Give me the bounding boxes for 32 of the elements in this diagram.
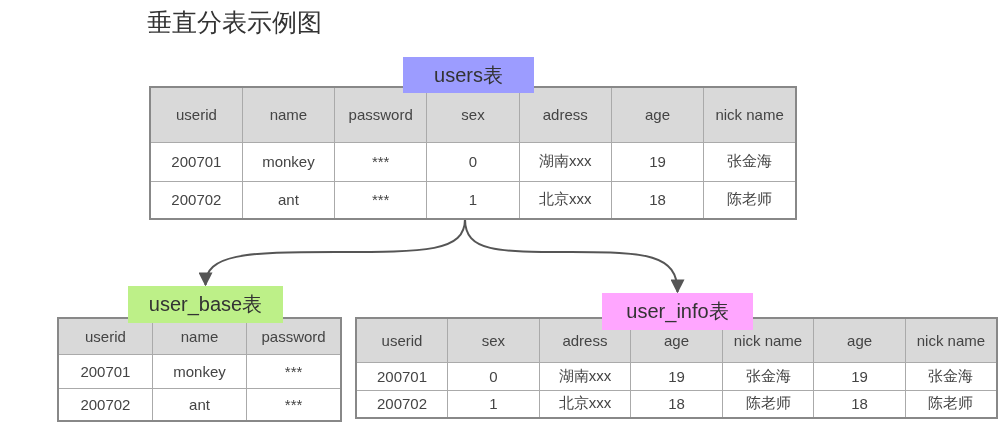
table-cell: 200701 <box>58 354 153 388</box>
header-cell: name <box>242 87 335 142</box>
table-cell: 0 <box>447 362 540 390</box>
table-cell: 19 <box>630 362 723 390</box>
table-name-tab: user_base表 <box>128 286 283 323</box>
table-cell: 19 <box>611 142 704 181</box>
table-cell: 湖南xxx <box>539 362 631 390</box>
table-cell: 200701 <box>150 142 243 181</box>
header-cell: userid <box>356 318 448 362</box>
header-cell: nick name <box>905 318 997 362</box>
header-cell: age <box>611 87 704 142</box>
table-cell: 张金海 <box>722 362 814 390</box>
header-cell: adress <box>539 318 631 362</box>
header-cell: userid <box>150 87 243 142</box>
table-cell: 0 <box>426 142 520 181</box>
header-cell: adress <box>519 87 612 142</box>
table-name-tab: users表 <box>403 57 534 93</box>
header-cell: userid <box>58 318 153 354</box>
diagram-title: 垂直分表示例图 <box>147 7 322 38</box>
table-cell: monkey <box>242 142 335 181</box>
curved-arrow <box>464 218 684 294</box>
table-cell: *** <box>334 142 427 181</box>
header-cell: sex <box>447 318 540 362</box>
header-cell: nick name <box>703 87 796 142</box>
table-cell: monkey <box>152 354 247 388</box>
header-cell: age <box>813 318 906 362</box>
header-cell: password <box>334 87 427 142</box>
table-name-tab: user_info表 <box>602 293 753 330</box>
table-cell: 19 <box>813 362 906 390</box>
table-cell: 湖南xxx <box>519 142 612 181</box>
table-cell: 200701 <box>356 362 448 390</box>
header-cell: password <box>246 318 341 354</box>
